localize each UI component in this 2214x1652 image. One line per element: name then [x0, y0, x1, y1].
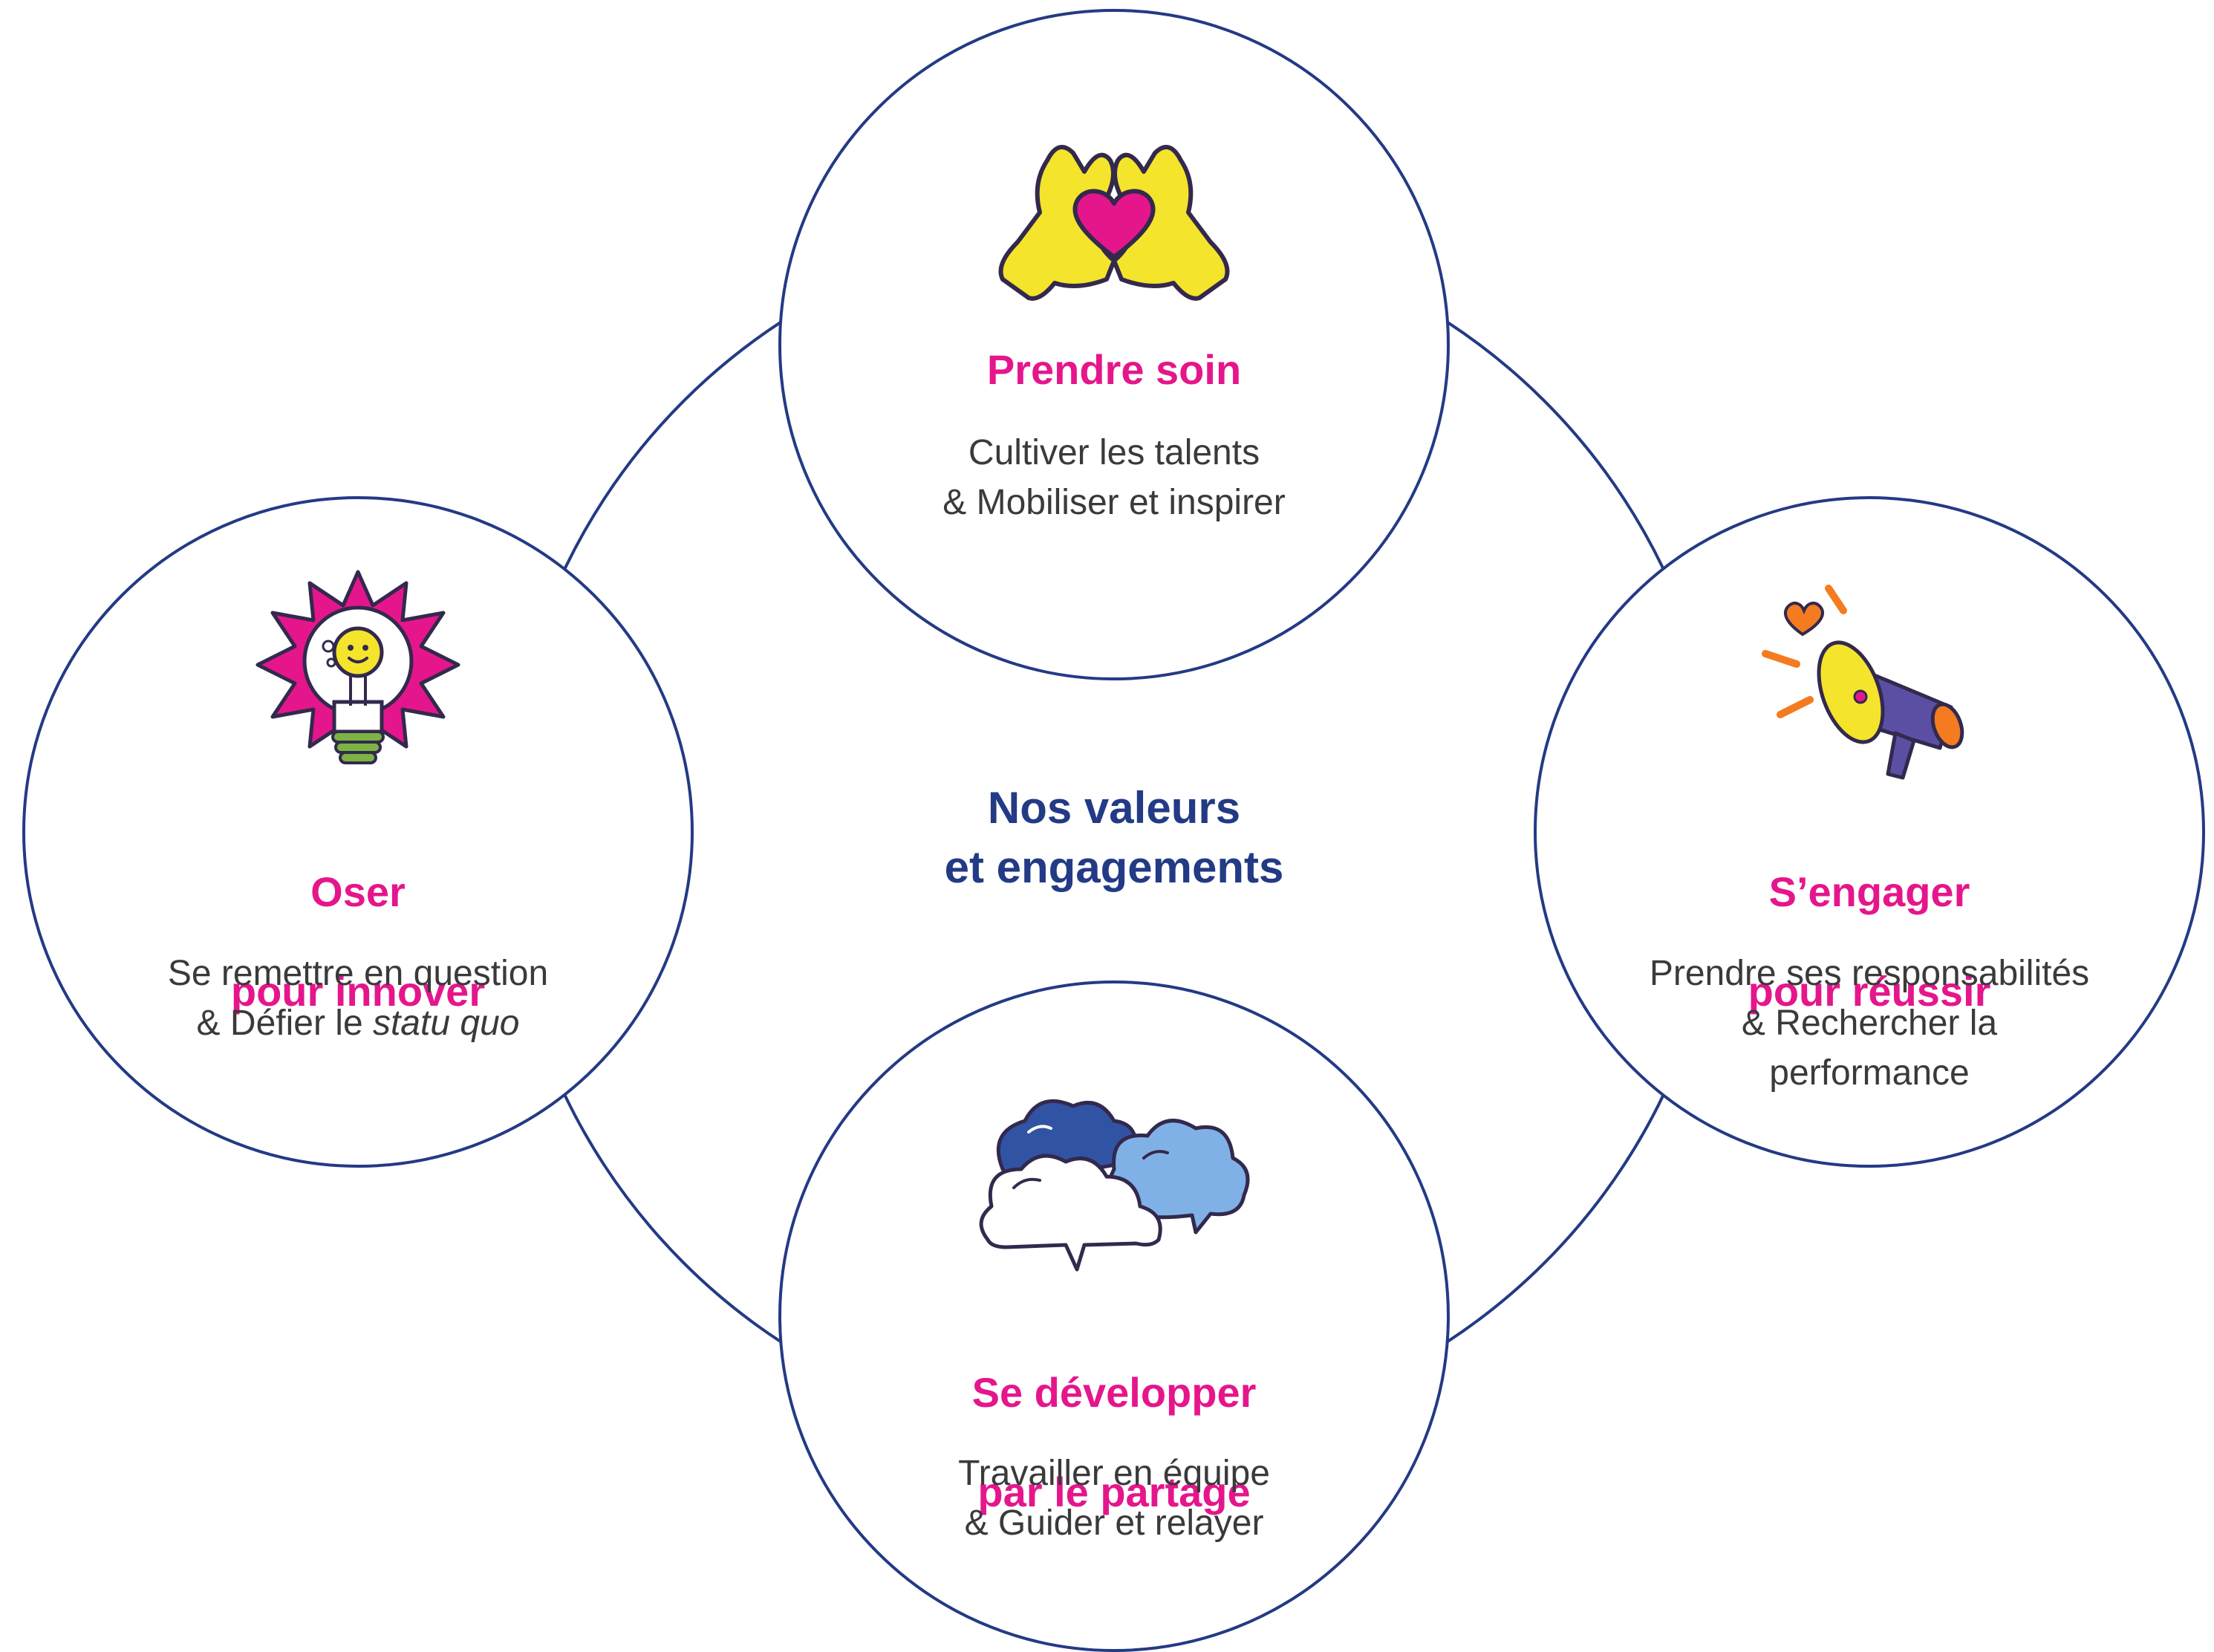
value-desc-se-developper: Travailler en équipe & Guider et relayer [811, 1448, 1417, 1548]
value-desc-line: Cultiver les talents [968, 433, 1260, 472]
value-desc-italic: statu quo [372, 1004, 520, 1043]
value-title-line: pour innover [230, 968, 486, 1015]
heart-hands-icon [988, 131, 1240, 309]
value-circle-se-developper: Se développer par le partage Travailler … [778, 981, 1450, 1652]
value-title-se-developper: Se développer par le partage [826, 1318, 1402, 1567]
value-title-oser: Oser pour innover [70, 817, 646, 1066]
value-desc-line: performance [1769, 1053, 1970, 1093]
value-desc-oser: Se remettre en question & Défier le stat… [55, 949, 661, 1048]
value-desc-line: Prendre ses responsabilités [1649, 954, 2090, 993]
value-title-line: S’engager [1768, 868, 1970, 915]
center-title: Nos valeurs et engagements [817, 778, 1411, 897]
value-desc-prefix: & Défier le [196, 1004, 373, 1043]
value-title-line: pour réussir [1748, 968, 1991, 1015]
megaphone-icon [1751, 573, 1988, 789]
speech-clouds-icon [973, 1087, 1255, 1288]
value-title-line: Se développer [971, 1369, 1257, 1416]
value-desc-line: Se remettre en question [167, 954, 549, 993]
value-circle-oser: Oser pour innover Se remettre en questio… [22, 496, 694, 1168]
value-title-sengager: S’engager pour réussir [1581, 817, 2158, 1066]
value-title-line: par le partage [977, 1469, 1251, 1515]
value-desc-line: & Rechercher la [1741, 1004, 1998, 1043]
value-title-prendre-soin: Prendre soin [986, 346, 1242, 393]
center-title-line-2: et engagements [944, 842, 1284, 892]
value-circle-sengager: S’engager pour réussir Prendre ses respo… [1534, 496, 2205, 1168]
value-desc-line: & Guider et relayer [964, 1503, 1264, 1543]
lightbulb-icon [254, 565, 462, 787]
value-desc-line: Travailler en équipe [958, 1454, 1270, 1493]
value-title-line: Oser [310, 868, 406, 915]
value-circle-prendre-soin: Prendre soin Cultiver les talents & Mobi… [778, 9, 1450, 680]
center-title-line-1: Nos valeurs [987, 783, 1241, 833]
value-desc-line: & Défier le statu quo [55, 998, 661, 1048]
value-desc-prendre-soin: Cultiver les talents & Mobiliser et insp… [811, 428, 1417, 527]
value-desc-line: & Mobiliser et inspirer [942, 483, 1286, 522]
value-desc-sengager: Prendre ses responsabilités & Rechercher… [1566, 949, 2172, 1098]
